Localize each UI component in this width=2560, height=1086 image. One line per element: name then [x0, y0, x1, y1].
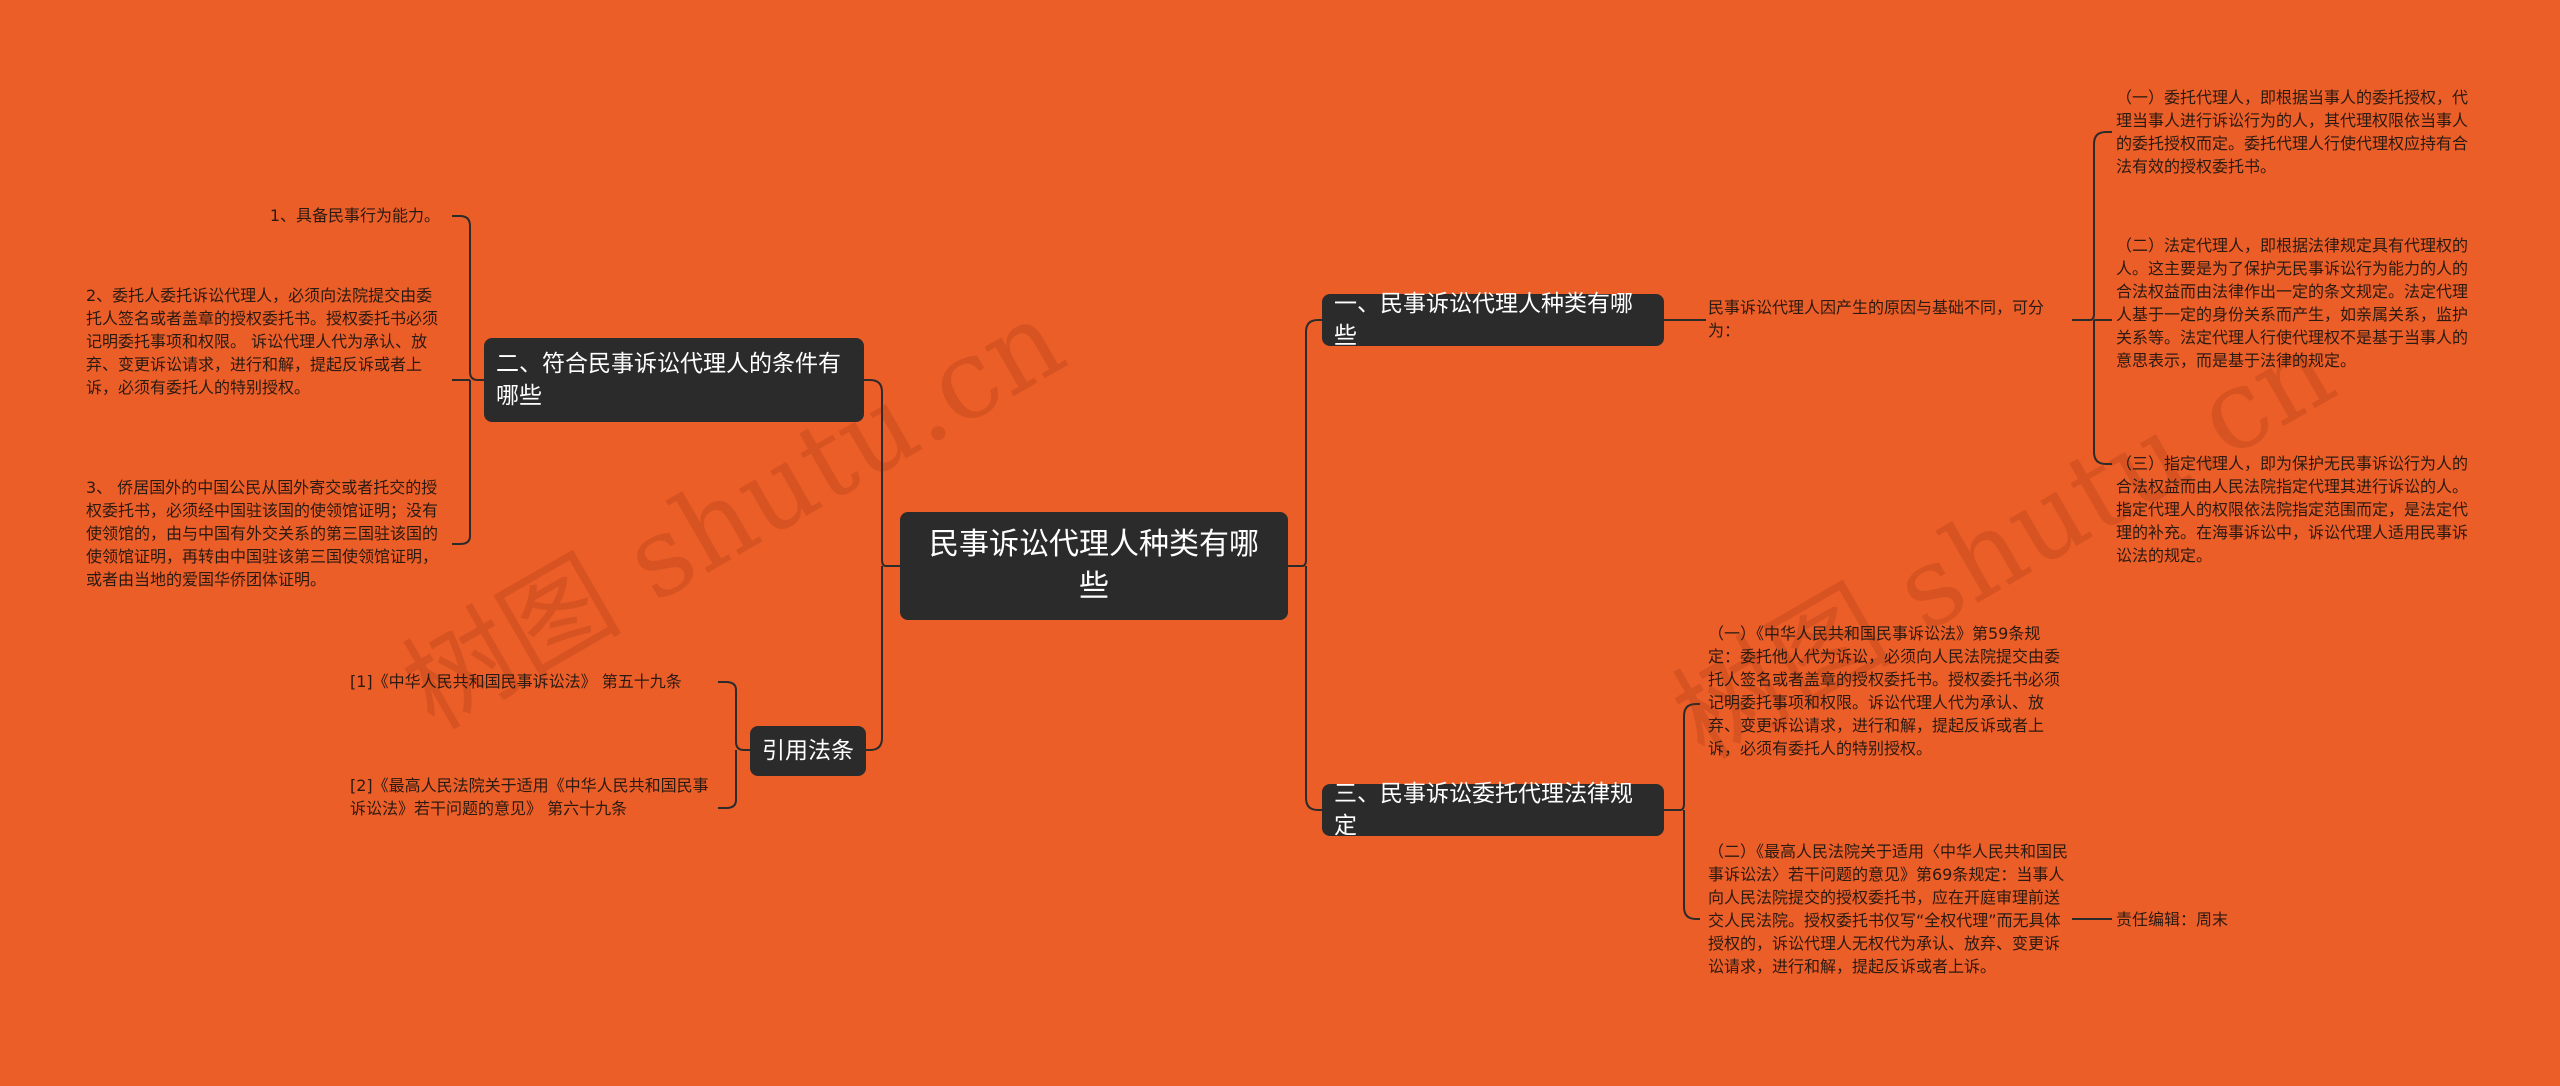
root-topic[interactable]: 民事诉讼代理人种类有哪些 — [900, 512, 1288, 620]
connector-regulations-items — [1664, 703, 1700, 811]
branch-citations[interactable]: 引用法条 — [750, 726, 866, 776]
editor-note: 责任编辑：周末 — [2116, 910, 2229, 929]
regulation-item-2: （二）《最高人民法院关于适用〈中华人民共和国民事诉讼法〉若干问题的意见》第69条… — [1708, 842, 2069, 976]
condition-item-1: 1、具备民事行为能力。 — [269, 206, 440, 225]
connector-root-conditions — [864, 379, 900, 567]
branch-regulations-label: 三、民事诉讼委托代理法律规定 — [1334, 781, 1633, 839]
condition-item-2: 2、委托人委托诉讼代理人，必须向法院提交由委托人签名或者盖章的授权委托书。授权委… — [86, 286, 439, 397]
connector-root-types — [1288, 319, 1322, 567]
regulation-item-1: （一）《中华人民共和国民事诉讼法》第59条规定：委托他人代为诉讼，必须向人民法院… — [1708, 624, 2061, 758]
connector-citations-items — [718, 681, 750, 751]
branch-types[interactable]: 一、民事诉讼代理人种类有哪些 — [1322, 291, 1664, 349]
types-item-1: （一）委托代理人，即根据当事人的委托授权，代理当事人进行诉讼行为的人，其代理权限… — [2116, 88, 2469, 176]
types-intro: 民事诉讼代理人因产生的原因与基础不同，可分为： — [1708, 298, 2045, 340]
connector-conditions-items — [452, 215, 484, 381]
branch-regulations[interactable]: 三、民事诉讼委托代理法律规定 — [1322, 781, 1664, 839]
types-item-2: （二）法定代理人，即根据法律规定具有代理权的人。这主要是为了保护无民事诉讼行为能… — [2116, 236, 2469, 370]
connector-root-regulations — [1305, 566, 1322, 811]
branch-conditions[interactable]: 二、符合民事诉讼代理人的条件有哪些 — [484, 338, 864, 422]
connector-intro-items — [2072, 131, 2112, 321]
root-topic-label: 民事诉讼代理人种类有哪些 — [929, 527, 1259, 604]
connector-root-citations — [866, 566, 883, 751]
branch-types-label: 一、民事诉讼代理人种类有哪些 — [1334, 291, 1633, 349]
branch-conditions-label: 二、符合民事诉讼代理人的条件有哪些 — [496, 351, 841, 409]
citation-item-1: [1]《中华人民共和国民事诉讼法》 第五十九条 — [350, 672, 682, 691]
branch-citations-label: 引用法条 — [762, 738, 854, 764]
types-item-3: （三）指定代理人，即为保护无民事诉讼行为人的合法权益而由人民法院指定代理其进行诉… — [2116, 454, 2469, 565]
condition-item-3: 3、 侨居国外的中国公民从国外寄交或者托交的授权委托书，必须经中国驻该国的使领馆… — [86, 478, 439, 589]
citation-item-2: [2]《最高人民法院关于适用《中华人民共和国民事诉讼法》若干问题的意见》 第六十… — [350, 776, 709, 818]
